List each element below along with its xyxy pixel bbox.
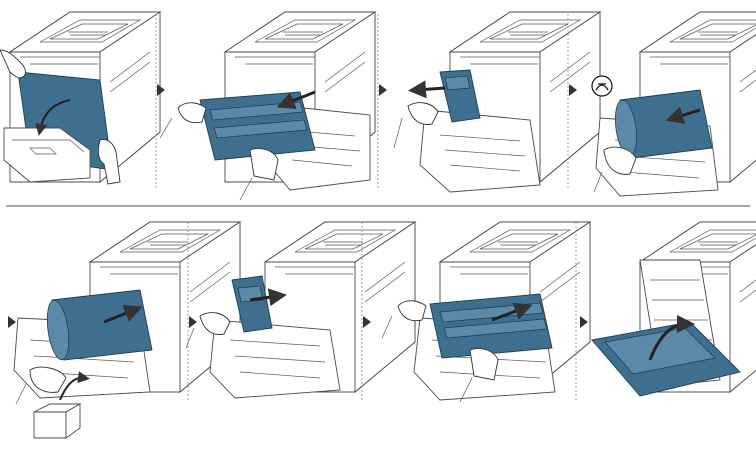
step-6-push-unit <box>185 221 416 399</box>
box-icon <box>33 403 82 439</box>
step-5-insert-unit <box>13 221 241 439</box>
hand-icon <box>239 148 279 201</box>
hand-icon <box>159 102 207 139</box>
arrow-icon <box>665 106 701 124</box>
arrow-icon <box>249 288 287 307</box>
arrow-icon <box>408 80 446 99</box>
arrow-icon <box>491 302 533 322</box>
step-arrow-icon <box>8 316 16 328</box>
hand-icon <box>393 102 439 149</box>
arrow-icon <box>648 315 695 361</box>
step-3-remove-toner <box>393 11 601 193</box>
hand-icon <box>0 49 27 79</box>
step-arrow-icon <box>363 316 371 328</box>
step-arrow-icon <box>379 84 387 96</box>
arrow-icon <box>35 99 71 136</box>
step-arrow-icon <box>189 316 197 328</box>
step-1-open-cover <box>0 11 161 185</box>
hand-icon <box>459 348 499 403</box>
step-arrow-icon <box>157 84 165 96</box>
step-8-close-cover <box>591 221 756 397</box>
hand-icon <box>593 146 637 193</box>
arrow-icon <box>276 90 316 110</box>
step-4-insert-toner <box>591 11 756 197</box>
hand-icon <box>15 366 67 405</box>
arrow-icon <box>59 371 90 401</box>
step-arrow-icon <box>569 84 577 96</box>
hand-icon <box>185 312 231 349</box>
hand-icon <box>97 139 121 185</box>
arrow-icon <box>103 304 143 324</box>
step-2-pull-unit <box>159 11 376 201</box>
shake-badge-icon <box>591 75 613 97</box>
step-7-slide-unit <box>381 221 591 403</box>
step-arrow-icon <box>580 316 588 328</box>
hand-icon <box>381 300 427 339</box>
